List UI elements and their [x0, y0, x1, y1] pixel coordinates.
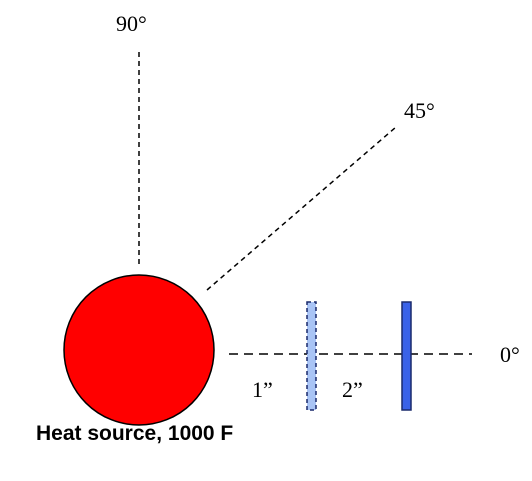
angle-label-90: 90° [116, 11, 147, 36]
ray-45-degrees [206, 126, 397, 291]
heat-source-caption: Heat source, 1000 F [36, 422, 234, 445]
plate-near [306, 301, 317, 411]
angle-label-0: 0° [500, 342, 520, 367]
angle-label-45: 45° [404, 98, 435, 123]
distance-label-1-inch: 1” [252, 377, 273, 402]
distance-label-2-inch: 2” [342, 377, 363, 402]
plate-far [401, 301, 412, 411]
heat-source-circle [63, 274, 215, 426]
